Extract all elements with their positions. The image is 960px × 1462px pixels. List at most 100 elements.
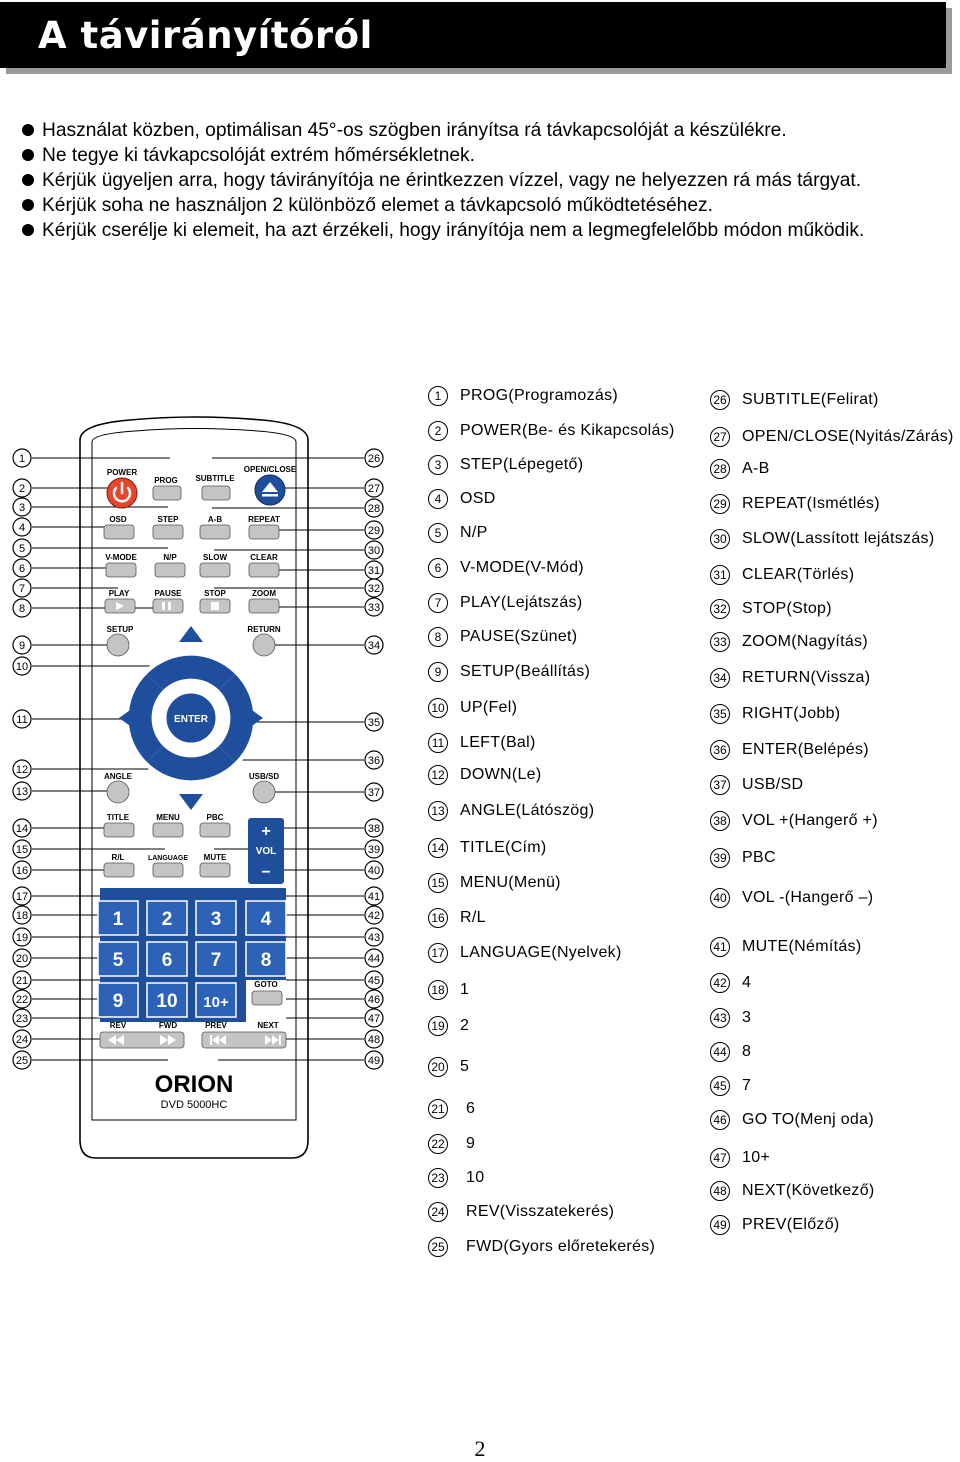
callout-number: 41 <box>368 891 380 903</box>
digit-label: 4 <box>261 909 272 930</box>
callout-circle <box>12 598 32 618</box>
callout-number: 4 <box>19 522 25 534</box>
legend-label: PBC <box>742 849 776 866</box>
callout-circle <box>12 860 32 880</box>
callout-number: 29 <box>710 494 730 514</box>
callout-circle <box>364 905 384 925</box>
legend-label: REPEAT(Ismétlés) <box>742 495 880 512</box>
callout-circle <box>12 970 32 990</box>
instruction-item: Ne tegye ki távkapcsolóját extrém hőmérs… <box>22 143 952 168</box>
callout-circle <box>364 750 384 770</box>
return-button <box>252 633 276 657</box>
callout-number: 32 <box>368 583 380 595</box>
pbc-button <box>199 822 231 838</box>
callout-circle <box>12 656 32 676</box>
legend-label: V-MODE(V-Mód) <box>460 559 584 576</box>
callout-circle <box>12 886 32 906</box>
legend-label: SLOW(Lassított lejátszás) <box>742 530 935 547</box>
legend-label: N/P <box>460 524 488 541</box>
digit-key <box>146 900 188 936</box>
digit-label: 7 <box>211 950 222 971</box>
legend-label: VOL +(Hangerő +) <box>742 812 878 829</box>
power-icon <box>112 486 132 503</box>
callout-number: 8 <box>428 627 448 647</box>
vol-plus-icon: + <box>261 823 270 840</box>
remote-inner-outline <box>91 428 297 1121</box>
legend-label: DOWN(Le) <box>460 766 542 783</box>
callout-number: 27 <box>710 427 730 447</box>
callout-number: 37 <box>368 787 380 799</box>
callout-number: 41 <box>710 937 730 957</box>
callout-number: 7 <box>428 593 448 613</box>
fwd-icon <box>160 1035 168 1045</box>
callout-number: 17 <box>16 891 28 903</box>
callout-number: 5 <box>428 523 448 543</box>
callout-circle <box>364 712 384 732</box>
callout-number: 3 <box>428 455 448 475</box>
usb-sd-button <box>252 780 276 804</box>
callout-number: 45 <box>368 975 380 987</box>
legend-label: ENTER(Belépés) <box>742 741 869 758</box>
callout-circle <box>364 927 384 947</box>
prev-icon <box>212 1035 219 1045</box>
digit-key <box>146 941 188 977</box>
next-icon <box>265 1035 272 1045</box>
callout-circle <box>12 989 32 1009</box>
callout-number: 24 <box>16 1034 28 1046</box>
callout-number: 33 <box>368 602 380 614</box>
vol-label: VOL <box>256 846 277 857</box>
legend-label: 8 <box>742 1043 752 1060</box>
callout-circle <box>12 1008 32 1028</box>
callout-number: 16 <box>16 865 28 877</box>
callout-number: 2 <box>19 483 25 495</box>
callout-number: 25 <box>16 1055 28 1067</box>
rl-label: R/L <box>112 853 125 862</box>
callout-number: 26 <box>710 390 730 410</box>
digit-key <box>97 941 139 977</box>
pause-icon <box>162 602 165 610</box>
callout-circle <box>12 538 32 558</box>
digit-key <box>195 982 237 1018</box>
callout-number: 19 <box>428 1016 448 1036</box>
legend-label: R/L <box>460 909 486 926</box>
digit-label: 3 <box>211 909 222 930</box>
legend-label: TITLE(Cím) <box>460 839 547 856</box>
legend-label: POWER(Be- és Kikapcsolás) <box>460 422 675 439</box>
callout-circle <box>12 927 32 947</box>
callout-number: 49 <box>368 1055 380 1067</box>
legend-label: 10+ <box>742 1149 771 1166</box>
nav-left-segment <box>128 674 163 762</box>
callout-number: 14 <box>16 823 28 835</box>
title-label: TITLE <box>107 813 130 822</box>
callout-circle <box>364 478 384 498</box>
callout-number: 39 <box>710 848 730 868</box>
callout-number: 24 <box>428 1202 448 1222</box>
callout-number: 30 <box>368 545 380 557</box>
instruction-item: Használat közben, optimálisan 45°-os szö… <box>22 118 952 143</box>
legend-label: 10 <box>466 1169 485 1186</box>
callout-number: 48 <box>710 1181 730 1201</box>
callout-number: 31 <box>710 565 730 585</box>
prev-icon-2 <box>219 1035 226 1045</box>
title-button <box>103 822 135 838</box>
callout-number: 46 <box>710 1110 730 1130</box>
remote-control-illustration: 1234567891011121314151617181920212223242… <box>12 416 384 1159</box>
legend-label: MENU(Menü) <box>460 874 561 891</box>
legend-label: NEXT(Következő) <box>742 1182 875 1199</box>
legend-label: 4 <box>742 974 752 991</box>
callout-number: 30 <box>710 529 730 549</box>
fwd-icon-2 <box>168 1035 176 1045</box>
callout-number: 1 <box>428 386 448 406</box>
pause-label: PAUSE <box>155 589 183 598</box>
